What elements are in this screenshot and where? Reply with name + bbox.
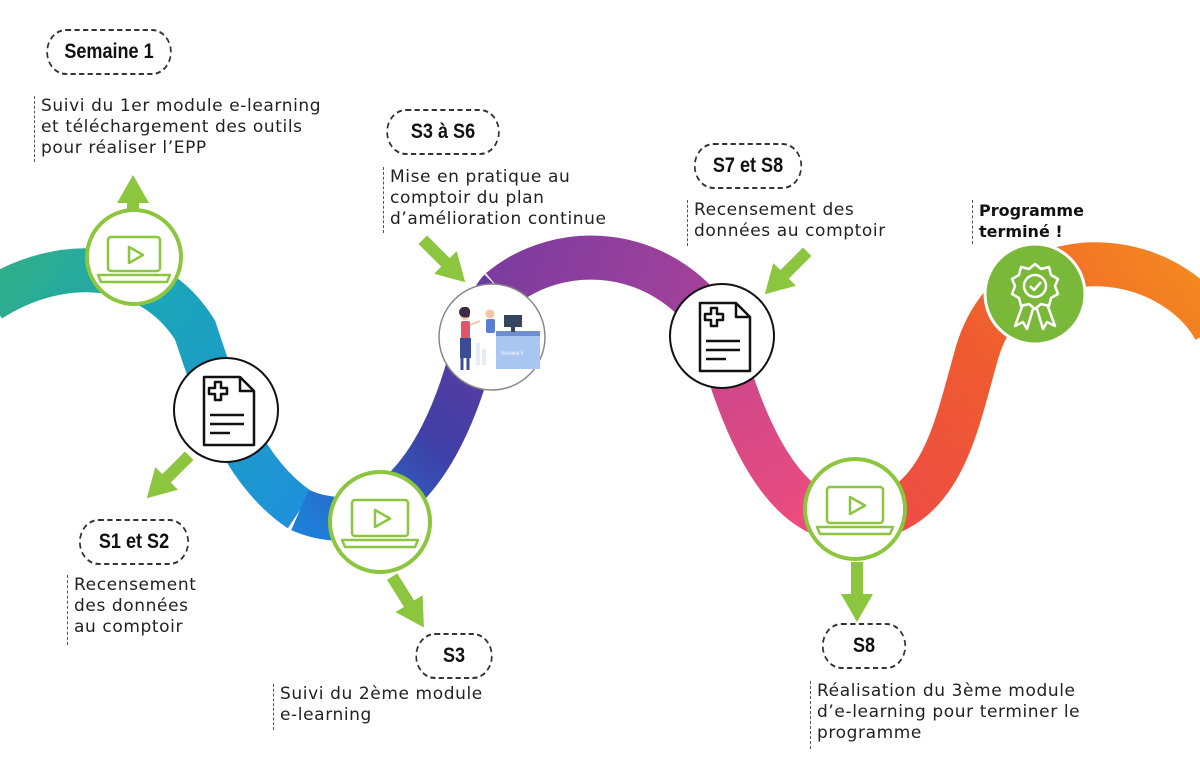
step-1-description: Suivi du 1er module e-learning et téléch… (34, 96, 321, 162)
arrow-down-icon (841, 562, 873, 622)
step-3-description: Suivi du 2ème module e-learning (273, 684, 483, 730)
arrow-up-icon (117, 175, 149, 235)
step-4-node: PHARMACY (438, 283, 546, 391)
arrow-down-right-icon (387, 573, 424, 628)
laptop-play-icon (815, 485, 895, 536)
step-6-line-3: programme (817, 723, 922, 743)
step-2-description: Recensement des données au comptoir (67, 575, 196, 645)
laptop-play-icon (340, 498, 420, 549)
arrow-down-left-icon (146, 451, 194, 499)
step-1-line-2: et téléchargement des outils (41, 117, 303, 137)
step-5-line-2: données au comptoir (694, 221, 886, 241)
arrows (117, 175, 873, 628)
step-5-pill: S7 et S8 (693, 143, 803, 189)
medical-document-icon (698, 301, 752, 373)
step-2-node (173, 357, 279, 463)
award-badge-icon (1010, 262, 1060, 331)
step-3-line-1: Suivi du 2ème module (280, 684, 483, 704)
step-5-description: Recensement des données au comptoir (687, 200, 886, 246)
pharmacy-counter-icon: PHARMACY (459, 306, 540, 370)
pharmacy-sign-text: PHARMACY (501, 351, 524, 356)
step-1-line-3: pour réaliser l’EPP (41, 138, 207, 158)
step-4-line-2: comptoir du plan (390, 188, 545, 208)
step-6-line-2: d’e-learning pour terminer le (817, 702, 1081, 722)
arrow-down-left-icon (764, 247, 812, 295)
step-6-pill: S8 (821, 623, 907, 669)
step-6-description: Réalisation du 3ème module d’e-learning … (810, 681, 1080, 749)
step-3-node (328, 470, 432, 574)
step-4-pill: S3 à S6 (386, 109, 500, 155)
medical-document-icon (202, 375, 256, 447)
step-2-line-2: des données (74, 596, 189, 616)
step-2-line-1: Recensement (74, 575, 197, 595)
final-line-1: Programme (979, 201, 1084, 220)
step-1-pill: Semaine 1 (46, 29, 172, 75)
step-2-line-3: au comptoir (74, 617, 184, 637)
step-1-node (85, 208, 183, 306)
final-node (983, 242, 1087, 346)
final-label: Programme terminé ! (972, 200, 1084, 244)
laptop-play-icon (96, 235, 172, 284)
step-4-description: Mise en pratique au comptoir du plan d’a… (383, 167, 607, 233)
step-4-line-1: Mise en pratique au (390, 167, 571, 187)
step-3-line-2: e-learning (280, 705, 372, 725)
step-6-node (803, 457, 907, 561)
step-5-node (669, 283, 775, 389)
step-1-line-1: Suivi du 1er module e-learning (41, 96, 322, 116)
step-3-pill: S3 (415, 633, 493, 679)
step-6-line-1: Réalisation du 3ème module (817, 681, 1076, 701)
step-2-pill: S1 et S2 (78, 519, 190, 565)
path-segment-1 (0, 248, 313, 529)
arrow-down-right-icon (418, 235, 466, 283)
final-line-2: terminé ! (979, 222, 1063, 241)
step-4-line-3: d’amélioration continue (390, 209, 607, 229)
step-5-line-1: Recensement des (694, 200, 855, 220)
